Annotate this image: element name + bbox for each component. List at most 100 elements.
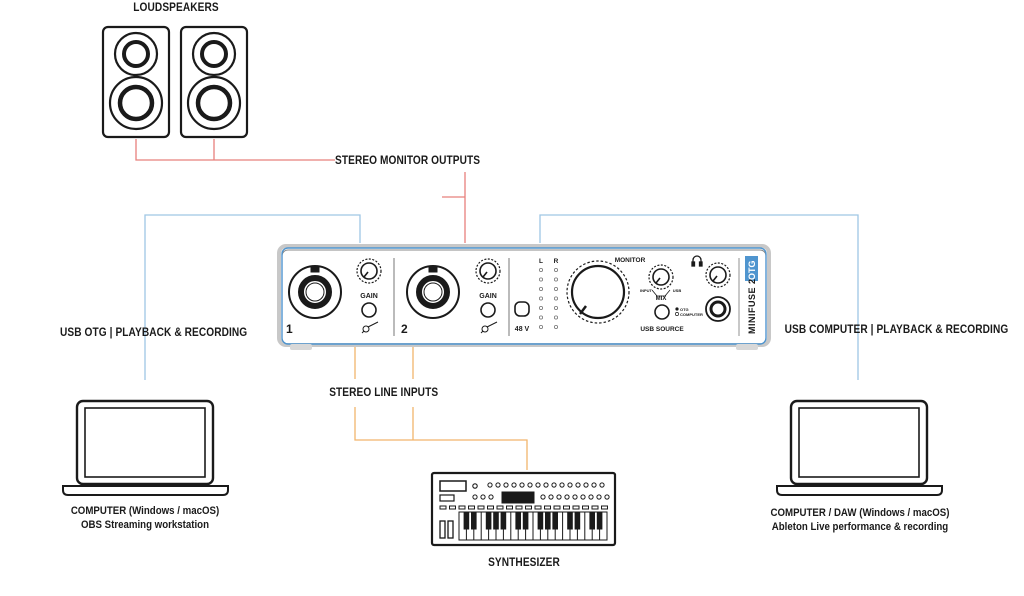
pitch-mod-wheels: [439, 520, 454, 539]
meter-r-label: R: [554, 258, 559, 265]
synth-pad: [487, 505, 494, 510]
mix-usb-label: USB: [673, 288, 682, 293]
black-key: [545, 511, 551, 530]
black-key: [567, 511, 573, 530]
black-key: [552, 511, 559, 530]
meter-led: [539, 296, 544, 301]
gain-label-1: GAIN: [360, 293, 378, 300]
synth-pad: [534, 505, 542, 510]
synth-knob: [567, 482, 573, 488]
synth-knob: [472, 494, 478, 500]
meter-led: [554, 267, 559, 272]
computer-indicator-label: COMPUTER: [680, 312, 703, 317]
synth-pad: [563, 505, 570, 510]
synth-knob: [564, 494, 570, 500]
synth-keyboard: [458, 511, 608, 541]
synth-knob: [535, 482, 541, 488]
synth-knob: [556, 494, 562, 500]
synth-pad: [525, 505, 532, 510]
meter-led: [539, 277, 544, 282]
black-key: [485, 511, 492, 530]
synth-knob: [591, 482, 597, 488]
left-computer-title: COMPUTER (Windows / macOS): [70, 505, 220, 517]
gain-knob-2[interactable]: [475, 258, 501, 284]
synth-pad: [553, 505, 561, 510]
synth-pad: [477, 505, 485, 510]
synth-knob: [572, 494, 578, 500]
otg-indicator-label: OTG: [680, 307, 689, 312]
synth-display: [501, 491, 535, 504]
combo-jack-1: [288, 265, 342, 319]
synth-knob: [559, 482, 565, 488]
line-input-cables: [354, 345, 528, 470]
left-laptop: [62, 399, 229, 496]
synth-pad: [449, 505, 456, 510]
mix-knob[interactable]: [648, 264, 674, 297]
right-speaker: [179, 25, 249, 139]
black-key: [493, 511, 499, 530]
synth-knob: [583, 482, 589, 488]
synth-knob: [599, 482, 605, 488]
synth-knob: [588, 494, 594, 500]
usb-otg-cable: [144, 214, 361, 380]
usb-source-button[interactable]: [654, 304, 670, 320]
meter-led: [554, 315, 559, 320]
guitar-icon: [361, 321, 379, 334]
gain-knob-1[interactable]: [356, 258, 382, 284]
usb-computer-label: USB COMPUTER | PLAYBACK & RECORDING: [784, 324, 1009, 336]
channel-2: [406, 258, 501, 334]
phantom-power-button[interactable]: [514, 301, 530, 317]
synth-knob: [543, 482, 549, 488]
mix-input-label: INPUT: [640, 288, 653, 293]
channel-1: [288, 258, 382, 334]
left-speaker: [101, 25, 171, 139]
synth-knob: [604, 494, 610, 500]
meter-l-label: L: [539, 258, 543, 265]
usb-otg-label: USB OTG | PLAYBACK & RECORDING: [60, 327, 248, 339]
synth-pad: [591, 505, 599, 510]
mix-label: MIX: [656, 296, 667, 302]
monitor-cable: [135, 139, 466, 243]
synth-pad: [468, 505, 475, 510]
meter-led: [554, 305, 559, 310]
black-key: [500, 511, 507, 530]
meter-led: [554, 277, 559, 282]
headphone-jack: [705, 296, 731, 322]
combo-jack-2: [406, 265, 460, 319]
synth-knob: [527, 482, 533, 488]
synth-knob: [519, 482, 525, 488]
right-laptop: [776, 399, 943, 496]
synth-knob: [540, 494, 546, 500]
meter-led: [539, 324, 544, 329]
black-key: [471, 511, 477, 530]
synth-knob: [575, 482, 581, 488]
channel-1-number: 1: [286, 322, 293, 336]
monitor-knob[interactable]: [566, 260, 630, 324]
synthesizer-label: SYNTHESIZER: [488, 557, 560, 569]
right-computer-title: COMPUTER / DAW (Windows / macOS): [770, 507, 950, 519]
black-key: [589, 511, 596, 530]
inst-button-2[interactable]: [480, 302, 496, 318]
black-key: [463, 511, 470, 530]
monitor-output-cables: [135, 139, 466, 243]
headphone-volume-knob[interactable]: [705, 262, 731, 288]
synth-knob: [488, 494, 494, 500]
synthesizer: [430, 471, 617, 547]
phantom-label: 48 V: [515, 326, 530, 333]
synth-knob: [551, 482, 557, 488]
synth-knob: [495, 482, 501, 488]
channel-2-number: 2: [401, 322, 408, 336]
meter-led: [539, 305, 544, 310]
stereo-monitor-outputs-label: STEREO MONITOR OUTPUTS: [335, 155, 481, 167]
synth-pad: [439, 505, 447, 510]
otg-badge-box: [745, 256, 758, 281]
meter-led: [539, 267, 544, 272]
synth-pad: [544, 505, 551, 510]
synth-knob: [480, 494, 486, 500]
guitar-icon: [480, 321, 498, 334]
inst-button-1[interactable]: [361, 302, 377, 318]
meter-led: [554, 296, 559, 301]
synth-pad: [506, 505, 513, 510]
brand-label: MINIFUSE 2: [747, 278, 757, 334]
